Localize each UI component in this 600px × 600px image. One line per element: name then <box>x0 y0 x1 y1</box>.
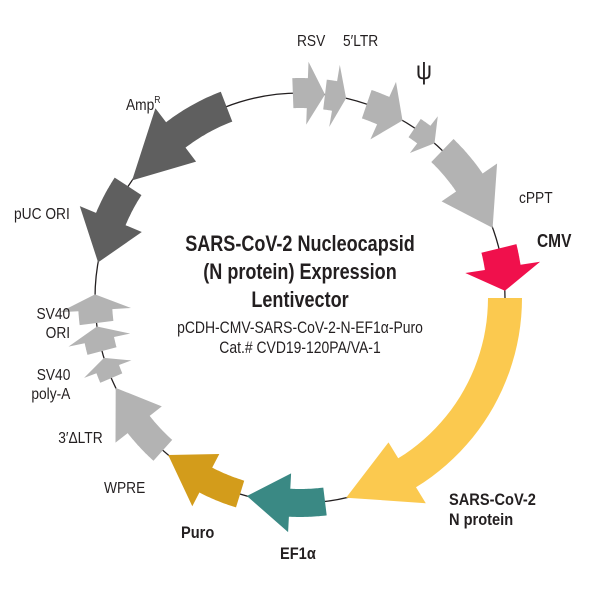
label-ampr-text: Amp <box>126 97 155 114</box>
label-cppt: cPPT <box>519 190 553 207</box>
label-ampr: AmpR <box>126 92 161 115</box>
feature-arrow-n_protein <box>346 298 522 504</box>
label-sv40-ori-line-1: SV40 <box>36 306 70 323</box>
feature-arrow-ampr <box>132 91 233 181</box>
feature-arrow-cmv <box>465 244 541 291</box>
feature-arrow-ltr5 <box>323 64 347 127</box>
label-puro: Puro <box>181 523 215 542</box>
label-sv40-ori: SV40 ORI <box>36 305 70 343</box>
label-sv40-polya: SV40 poly-A <box>31 366 70 404</box>
label-sv40-polya-line-2: poly-A <box>30 386 70 403</box>
feature-arrow-psi <box>361 81 403 140</box>
feature-arrow-rsv <box>292 61 325 125</box>
label-ampr-superscript: R <box>154 95 161 106</box>
title-line-3: Lentivector <box>251 287 349 312</box>
title-line-1: SARS-CoV-2 Nucleocapsid <box>185 231 415 256</box>
feature-arrows <box>59 61 541 533</box>
feature-arrow-wpre <box>115 387 173 461</box>
catalog-number: Cat.# CVD19-120PA/VA-1 <box>219 338 381 357</box>
feature-arrow-sv40_ori <box>59 294 132 326</box>
label-5ltr: 5′LTR <box>343 33 379 50</box>
label-ef1a: EF1α <box>280 544 316 563</box>
label-n-protein-line-2: N protein <box>449 510 514 529</box>
label-wpre: WPRE <box>104 480 146 497</box>
label-sv40-polya-line-1: SV40 <box>36 367 70 384</box>
feature-arrow-cppt <box>431 139 498 228</box>
title-line-2: (N protein) Expression <box>203 259 397 284</box>
feature-arrow-puc_ori <box>79 177 142 263</box>
feature-arrow-ef1a <box>246 473 327 533</box>
feature-arrow-ltr3 <box>84 357 132 383</box>
label-rsv: RSV <box>297 33 326 50</box>
feature-arrow-puro <box>168 454 245 508</box>
label-n-protein: SARS-CoV-2 N protein <box>449 490 536 530</box>
label-cmv: CMV <box>537 231 572 251</box>
construct-name: pCDH-CMV-SARS-CoV-2-N-EF1α-Puro <box>177 318 423 337</box>
map-title: SARS-CoV-2 Nucleocapsid (N protein) Expr… <box>100 230 500 358</box>
label-puc-ori: pUC ORI <box>14 206 70 223</box>
label-n-protein-line-1: SARS-CoV-2 <box>449 490 536 509</box>
feature-arrow-rre <box>408 116 438 153</box>
label-psi: ψ <box>416 55 432 85</box>
label-sv40-ori-line-2: ORI <box>45 325 70 342</box>
feature-arrow-sv40_polya <box>68 326 131 355</box>
label-3ltr: 3′ΔLTR <box>58 430 103 447</box>
